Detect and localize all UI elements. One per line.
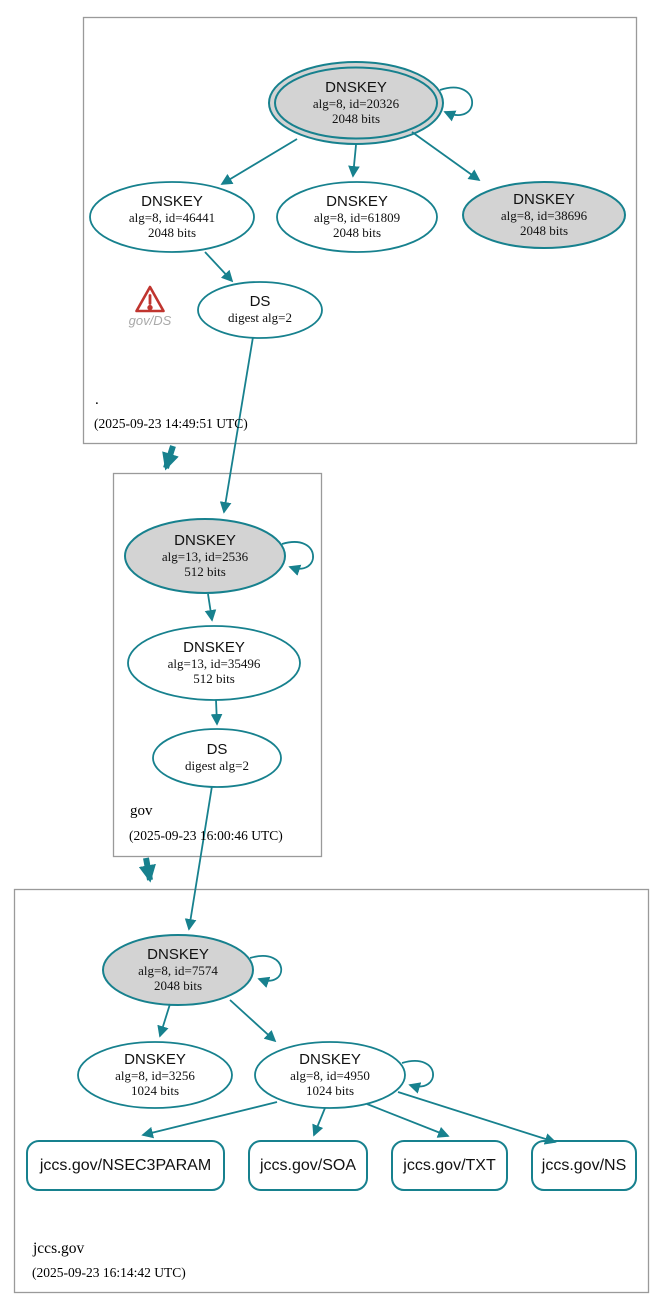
rrset-txt[interactable] <box>391 1140 508 1191</box>
zone-name-gov: gov <box>130 803 153 819</box>
dnskey-46441[interactable] <box>89 181 255 253</box>
dnskey-35496[interactable] <box>127 625 301 701</box>
warning-icon <box>135 285 165 313</box>
edge-4950-to-nsec3param <box>141 1101 278 1139</box>
self-loop-dnskey-7574 <box>249 955 283 988</box>
edge-4950-to-ns <box>397 1091 557 1145</box>
edge-7574-to-3256 <box>157 1003 171 1038</box>
self-loop-dnskey-20326 <box>439 86 474 122</box>
edge-20326-to-38696 <box>411 131 481 182</box>
dnskey-2536[interactable] <box>124 518 286 594</box>
dnskey-38696[interactable] <box>462 181 626 249</box>
dnskey-7574[interactable] <box>102 934 254 1006</box>
edge-7574-to-4950 <box>229 999 277 1043</box>
dnskey-20326-inner-ring <box>274 66 438 140</box>
edge-35496-to-ds-gov <box>210 699 223 726</box>
edge-4950-to-txt <box>366 1103 450 1138</box>
rrset-nsec3param[interactable] <box>26 1140 225 1191</box>
dnskey-3256[interactable] <box>77 1041 233 1109</box>
edge-ds-root-to-dnskey-2536 <box>219 336 254 514</box>
zone-name-root: . <box>95 392 99 408</box>
dnskey-20326[interactable] <box>268 61 444 145</box>
edge-ds-gov-to-dnskey-7574 <box>184 785 213 931</box>
self-loop-dnskey-4950 <box>401 1060 434 1094</box>
delegation-arrow-gov-to-jccs <box>138 857 156 883</box>
edge-46441-to-ds-root <box>204 251 234 283</box>
rrset-ns[interactable] <box>531 1140 637 1191</box>
ds-root[interactable] <box>197 281 323 339</box>
delegation-arrow-root-to-gov <box>162 445 179 471</box>
dnskey-61809[interactable] <box>276 181 438 253</box>
edge-20326-to-61809 <box>348 144 360 178</box>
zone-name-jccs-gov: jccs.gov <box>33 1240 85 1257</box>
edge-2536-to-35496 <box>204 593 217 622</box>
zone-timestamp-gov: (2025-09-23 16:00:46 UTC) <box>129 828 283 843</box>
zone-timestamp-root: (2025-09-23 14:49:51 UTC) <box>94 416 248 431</box>
edge-20326-to-46441 <box>220 138 298 185</box>
ds-gov[interactable] <box>152 728 282 788</box>
dnskey-4950[interactable] <box>254 1041 406 1109</box>
warning-label: gov/DS <box>128 313 172 328</box>
rrset-soa[interactable] <box>248 1140 368 1191</box>
zone-timestamp-jccs-gov: (2025-09-23 16:14:42 UTC) <box>32 1265 186 1280</box>
self-loop-dnskey-2536 <box>281 541 314 576</box>
edge-4950-to-soa <box>312 1107 326 1137</box>
